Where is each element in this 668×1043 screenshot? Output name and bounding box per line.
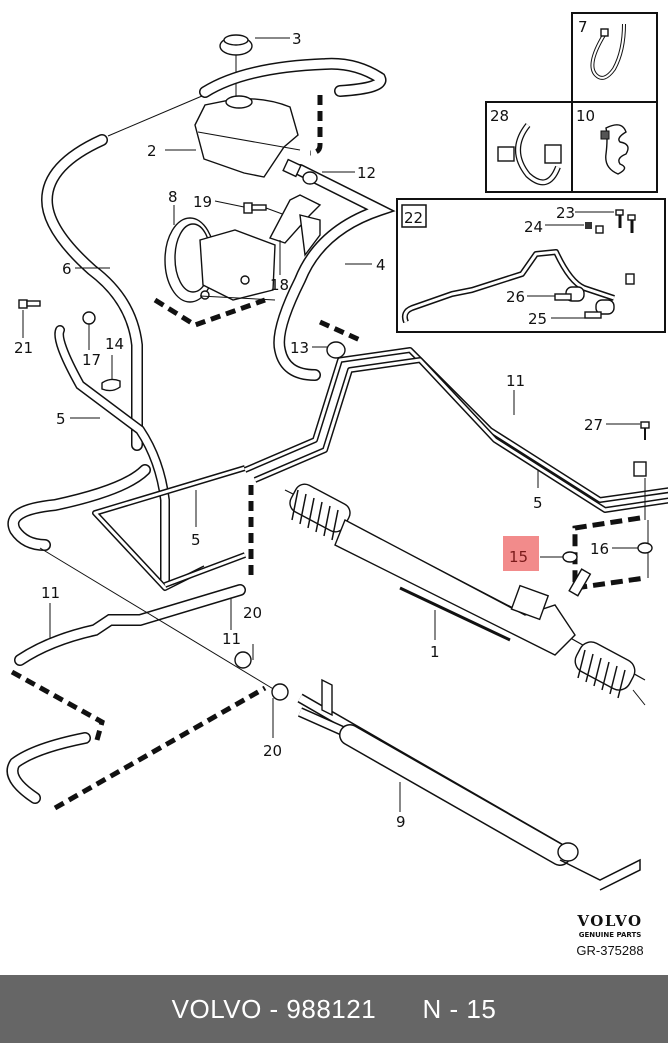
callout-5-left[interactable]: 5 [56,410,66,428]
callout-12[interactable]: 12 [357,164,376,182]
callout-5-bottom[interactable]: 5 [191,531,201,549]
callout-28[interactable]: 28 [490,107,509,125]
callout-4[interactable]: 4 [376,256,386,274]
inset-part-7[interactable] [571,12,658,104]
part-20-clamp-upper[interactable] [234,651,252,669]
callout-11-lower[interactable]: 11 [222,630,241,648]
part-18-bracket[interactable] [268,194,322,257]
part-15-seal-ring[interactable] [562,551,578,563]
callout-2[interactable]: 2 [147,142,157,160]
callout-23[interactable]: 23 [556,204,575,222]
part-8-power-steering-pump[interactable] [164,217,276,303]
part-20-clamp-lower[interactable] [271,683,289,701]
callout-6[interactable]: 6 [62,260,72,278]
volvo-logo: VOLVO [577,912,643,930]
callout-11-left[interactable]: 11 [41,584,60,602]
callout-16[interactable]: 16 [590,540,609,558]
volvo-branding: VOLVO GENUINE PARTS GR-375288 [560,912,660,958]
callout-18[interactable]: 18 [270,276,289,294]
part-27-bolt[interactable] [640,421,650,440]
genuine-parts-tagline: GENUINE PARTS [578,931,642,939]
part-19-bolt[interactable] [243,202,286,216]
part-12-clamp[interactable] [282,158,318,185]
highlight-box-part-15 [503,536,539,571]
callout-27[interactable]: 27 [584,416,603,434]
callout-5-right[interactable]: 5 [533,494,543,512]
footer-brand: VOLVO [171,993,262,1024]
callout-20-lower[interactable]: 20 [263,742,282,760]
part-1-steering-rack[interactable] [284,481,646,706]
callout-25[interactable]: 25 [528,310,547,328]
footer-position-label: N - 15 [422,993,497,1024]
callout-10[interactable]: 10 [576,107,595,125]
part-13-clamp[interactable] [326,341,346,359]
part-9-oil-cooler[interactable] [297,678,641,891]
callout-14[interactable]: 14 [105,335,124,353]
inset-part-22[interactable] [396,198,666,333]
part-2-reservoir[interactable] [194,95,301,178]
callout-1[interactable]: 1 [430,643,440,661]
part-14-clamp[interactable] [101,378,121,392]
callout-22[interactable]: 22 [404,209,423,227]
part-3-reservoir-cap[interactable] [219,34,253,98]
callout-24[interactable]: 24 [524,218,543,236]
callout-9[interactable]: 9 [396,813,406,831]
callout-7[interactable]: 7 [578,18,588,36]
footer-bar: VOLVO - 988121 N - 15 [0,975,668,1043]
callout-21[interactable]: 21 [14,339,33,357]
parts-diagram: 3 2 12 8 19 18 4 6 21 17 14 13 5 11 27 5… [6,12,668,891]
callout-3[interactable]: 3 [292,30,302,48]
part-17-seal-ring[interactable] [82,311,96,325]
callout-19[interactable]: 19 [193,193,212,211]
callout-20-upper[interactable]: 20 [243,604,262,622]
callout-15-highlighted[interactable]: 15 [509,548,528,566]
callout-26[interactable]: 26 [506,288,525,306]
part-16-seal-ring[interactable] [637,542,653,554]
footer-gap [376,994,422,1025]
footer-part-number: 988121 [286,993,377,1024]
footer-separator: - [261,993,287,1024]
callout-17[interactable]: 17 [82,351,101,369]
inset-part-10[interactable] [571,101,658,193]
callout-8[interactable]: 8 [168,188,178,206]
callout-13[interactable]: 13 [290,339,309,357]
callout-11-center[interactable]: 11 [506,372,525,390]
part-21-bolt[interactable] [18,299,41,309]
drawing-reference: GR-375288 [576,943,644,958]
inset-part-28[interactable] [485,101,573,193]
